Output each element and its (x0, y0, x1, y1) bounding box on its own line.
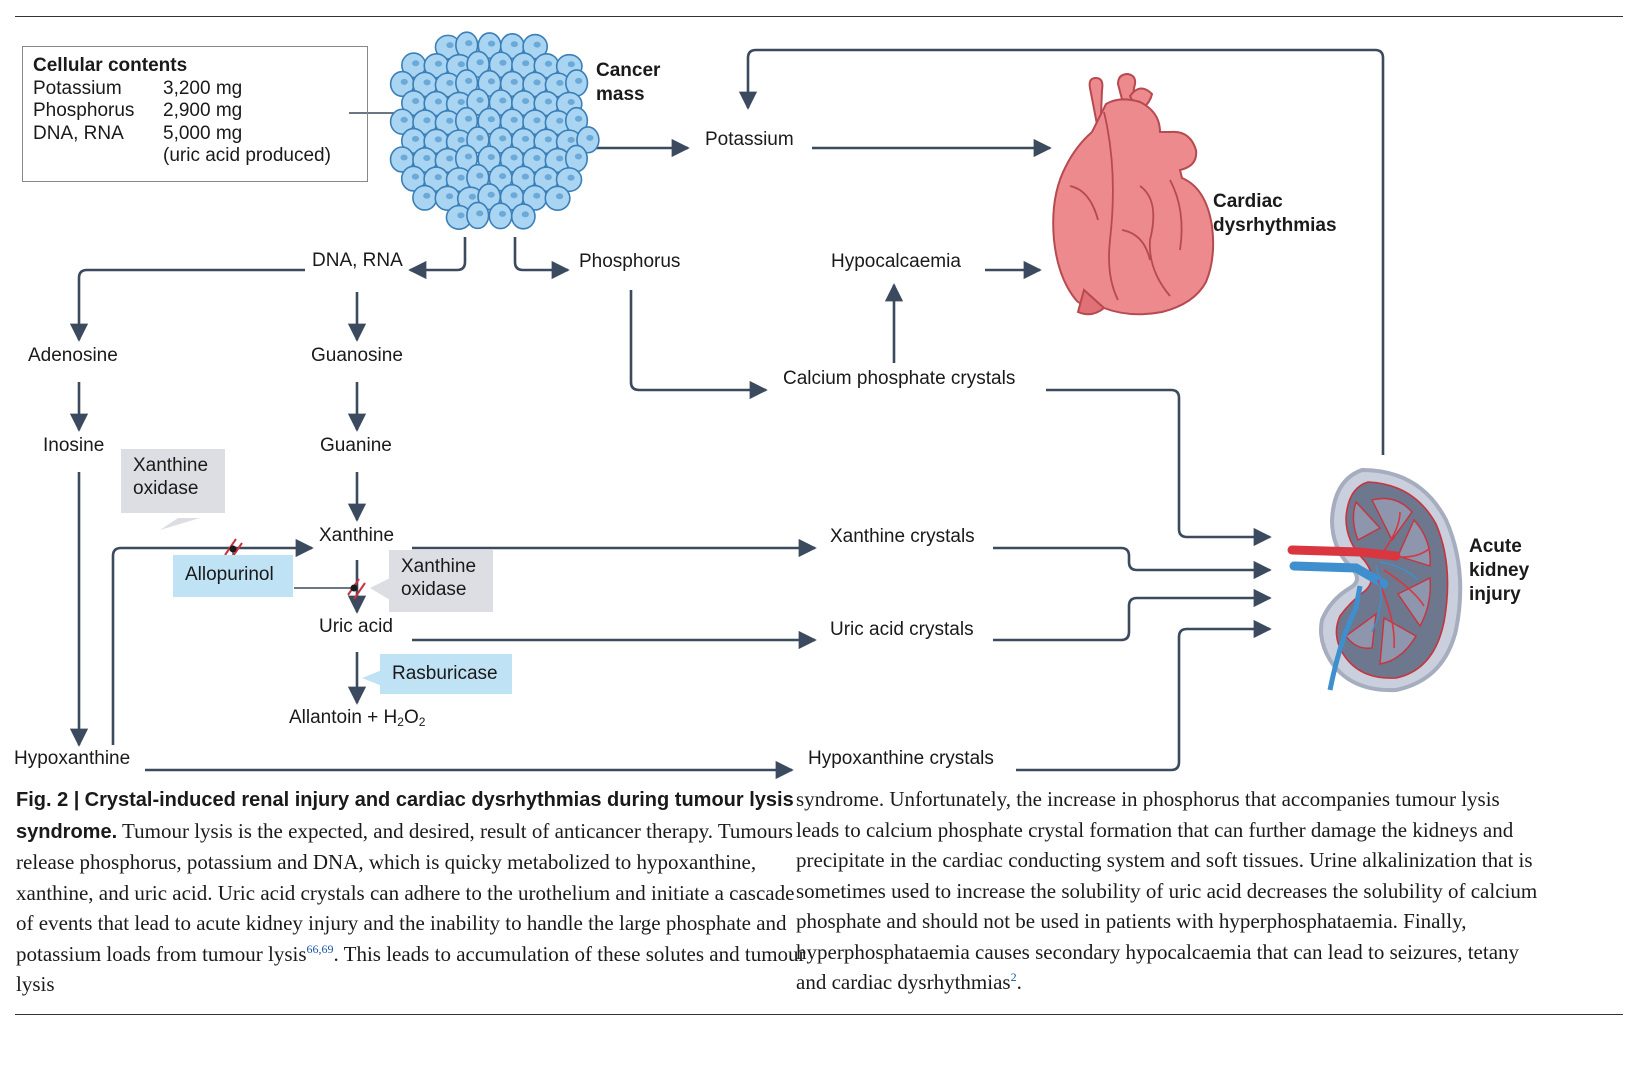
arrow-hypoxanthine-xanthine (111, 538, 314, 745)
contents-row: Phosphorus 2,900 mg (33, 100, 357, 123)
allantoin-subscript-1: 2 (397, 715, 404, 729)
arrow-mass-dna (408, 237, 467, 280)
aki-line2: kidney (1469, 560, 1530, 581)
xanthine-oxidase-2-line1: Xanthine (401, 556, 477, 577)
adenosine-label: Adenosine (28, 345, 118, 366)
xanthine-oxidase-2-tail (370, 578, 390, 600)
allantoin-label: Allantoin + H2O2 (289, 706, 425, 734)
caption-body-2: syndrome. Unfortunately, the increase in… (796, 787, 1538, 994)
contents-value: 2,900 mg (163, 100, 243, 121)
rasburicase-callout: Rasburicase (380, 654, 512, 694)
cell-cluster (389, 31, 600, 230)
xanthine-oxidase-1-tail (160, 518, 200, 530)
contents-value: (uric acid produced) (163, 145, 331, 166)
cardiac-line2: dysrhythmias (1213, 215, 1337, 236)
xanthine-oxidase-callout-2: Xanthine oxidase (389, 550, 493, 612)
arrow-hypoxcrystals-kidney (1016, 619, 1272, 772)
bottom-rule (15, 1014, 1623, 1015)
rasburicase-tail (362, 670, 382, 686)
xanthine-label: Xanthine (319, 525, 395, 546)
potassium-label: Potassium (705, 129, 794, 150)
arrow-caphos-kidney (1046, 388, 1272, 547)
top-rule (15, 16, 1623, 17)
contents-name (33, 145, 163, 168)
hypoxanthine-label: Hypoxanthine (14, 748, 131, 769)
contents-row: DNA, RNA 5,000 mg (33, 123, 357, 146)
uric-acid-label: Uric acid (319, 616, 393, 637)
arrow-mass-phosphorus (513, 237, 570, 280)
hypoxanthine-crystals-label: Hypoxanthine crystals (808, 748, 994, 769)
aki-line3: injury (1469, 584, 1521, 605)
acute-kidney-injury-label: Acute kidney injury (1469, 535, 1529, 607)
xanthine-oxidase-2-line2: oxidase (401, 579, 467, 600)
caption-body-2-end: . (1016, 970, 1022, 994)
figure-number: Fig. 2 | (16, 789, 80, 811)
phosphorus-label: Phosphorus (579, 251, 681, 272)
xanthine-oxidase-1-line1: Xanthine (133, 455, 209, 476)
figure-title: Crystal-induced renal injury and cardiac… (16, 789, 794, 843)
arrow-phosphorus-caphos (629, 290, 768, 400)
contents-value: 3,200 mg (163, 77, 243, 99)
allantoin-oxygen: O (403, 707, 419, 728)
hypocalcaemia-label: Hypocalcaemia (831, 251, 961, 272)
contents-name: Phosphorus (33, 100, 135, 121)
reference-superscript: 2 (1010, 970, 1017, 984)
contents-row: Potassium 3,200 mg (33, 78, 357, 101)
caption-body-1-end: . This leads to accumulation of these so… (16, 941, 806, 997)
caption-column-1: Fig. 2 | Crystal-induced renal injury an… (16, 784, 808, 1000)
inosine-label: Inosine (43, 435, 105, 456)
arrow-xanthinecrystals-kidney (993, 546, 1272, 580)
xanthine-oxidase-1-line2: oxidase (133, 478, 199, 499)
xanthine-crystals-label: Xanthine crystals (830, 526, 975, 547)
xanthine-oxidase-callout-1: Xanthine oxidase (121, 449, 225, 513)
cancer-mass-label: Cancer mass (596, 59, 660, 107)
guanosine-label: Guanosine (311, 345, 403, 366)
calcium-phosphate-crystals-label: Calcium phosphate crystals (783, 368, 1016, 389)
cellular-contents-box: Cellular contents Potassium 3,200 mg Phos… (22, 46, 368, 182)
cardiac-line1: Cardiac (1213, 191, 1283, 212)
allantoin-text: Allantoin + H (289, 707, 398, 728)
arrow-dna-adenosine (69, 268, 305, 342)
contents-value: 5,000 mg (163, 122, 243, 144)
uric-acid-crystals-label: Uric acid crystals (830, 619, 974, 640)
contents-name: Potassium (33, 77, 122, 99)
dna-rna-label: DNA, RNA (312, 250, 403, 271)
caption-body-1: Tumour lysis is the expected, and desire… (16, 818, 795, 966)
allantoin-subscript-2: 2 (418, 715, 426, 729)
guanine-label: Guanine (320, 435, 392, 456)
contents-name: DNA, RNA (33, 122, 124, 144)
contents-row: (uric acid produced) (33, 145, 357, 168)
arrow-uriccrystals-kidney (993, 588, 1272, 642)
cardiac-dysrhythmias-label: Cardiac dysrhythmias (1213, 190, 1337, 238)
cancer-mass-line1: Cancer (596, 60, 661, 81)
aki-line1: Acute (1469, 536, 1522, 557)
reference-superscript: 66,69 (306, 941, 334, 956)
cellular-contents-title: Cellular contents (33, 55, 188, 76)
cancer-mass-line2: mass (596, 84, 645, 105)
allopurinol-callout: Allopurinol (173, 555, 293, 597)
caption-column-2: syndrome. Unfortunately, the increase in… (796, 784, 1541, 998)
arrow-kidney-potassium (738, 48, 1385, 455)
